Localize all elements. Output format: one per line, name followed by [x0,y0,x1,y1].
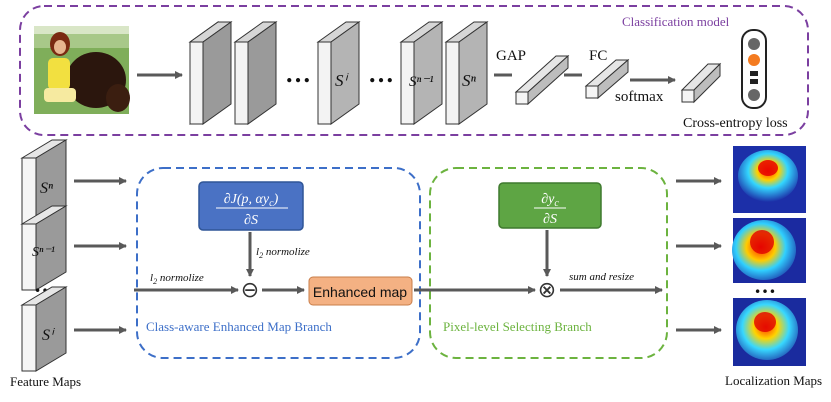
localization-map-2 [732,218,806,283]
gap-vector [514,54,570,106]
localization-maps-caption: Localization Maps [725,373,822,388]
class-aware-branch-title: Class-aware Enhanced Map Branch [146,319,332,334]
localization-ellipsis: … [754,273,776,298]
conv-layer-1 [188,21,233,125]
minus-operator-icon: ⊖ [241,278,259,303]
pixel-branch-panel [429,167,668,359]
gap-label: GAP [496,48,526,64]
top-ellipsis-1: … [285,59,311,88]
softmax-vector [680,62,722,104]
fc-vector [584,58,630,100]
localization-map-3 [733,298,806,366]
pixel-formula-box [498,182,602,229]
enhanced-map-box [308,276,413,306]
class-aware-branch-panel [136,167,421,359]
times-operator-icon: ⊗ [538,278,556,303]
softmax-label: softmax [615,89,664,105]
input-photo [34,26,130,114]
feature-label-sn: Sⁿ [40,180,53,197]
l2-normalize-left: l2 normolize [150,272,204,286]
layer-label-sn-1: Sⁿ⁻¹ [409,74,434,90]
feature-maps-caption: Feature Maps [10,374,81,389]
pixel-formula-numerator: ∂yc [541,192,559,209]
localization-map-1 [733,146,806,213]
cross-entropy-label: Cross-entropy loss [683,116,788,131]
output-neurons [741,29,767,109]
top-ellipsis-2: … [368,59,394,88]
feature-map-si [20,286,68,372]
pixel-formula-denominator: ∂S [543,212,557,227]
pixel-branch-title: Pixel-level Selecting Branch [443,319,592,334]
feature-label-si: Sⁱ [42,327,55,344]
class-aware-formula-denominator: ∂S [244,213,258,228]
classification-title: Classification model [622,14,730,29]
conv-layer-sn [444,21,489,125]
layer-label-sn: Sⁿ [462,71,477,90]
class-aware-formula-numerator: ∂J(p, αyc) [224,192,279,209]
feature-map-sn-1 [20,205,68,291]
enhanced-map-label: Enhanced map [313,284,407,300]
feature-label-sn-1: Sⁿ⁻¹ [32,245,55,260]
class-aware-formula-box [198,181,304,231]
l2-normalize-top: l2 normolize [256,246,310,260]
sum-resize-label: sum and resize [569,271,634,283]
conv-layer-sn-1 [399,21,444,125]
layer-label-si: Sⁱ [335,71,350,90]
fc-label: FC [589,48,607,64]
classification-panel [19,5,809,136]
conv-layer-si [316,21,361,125]
conv-layer-2 [233,21,278,125]
